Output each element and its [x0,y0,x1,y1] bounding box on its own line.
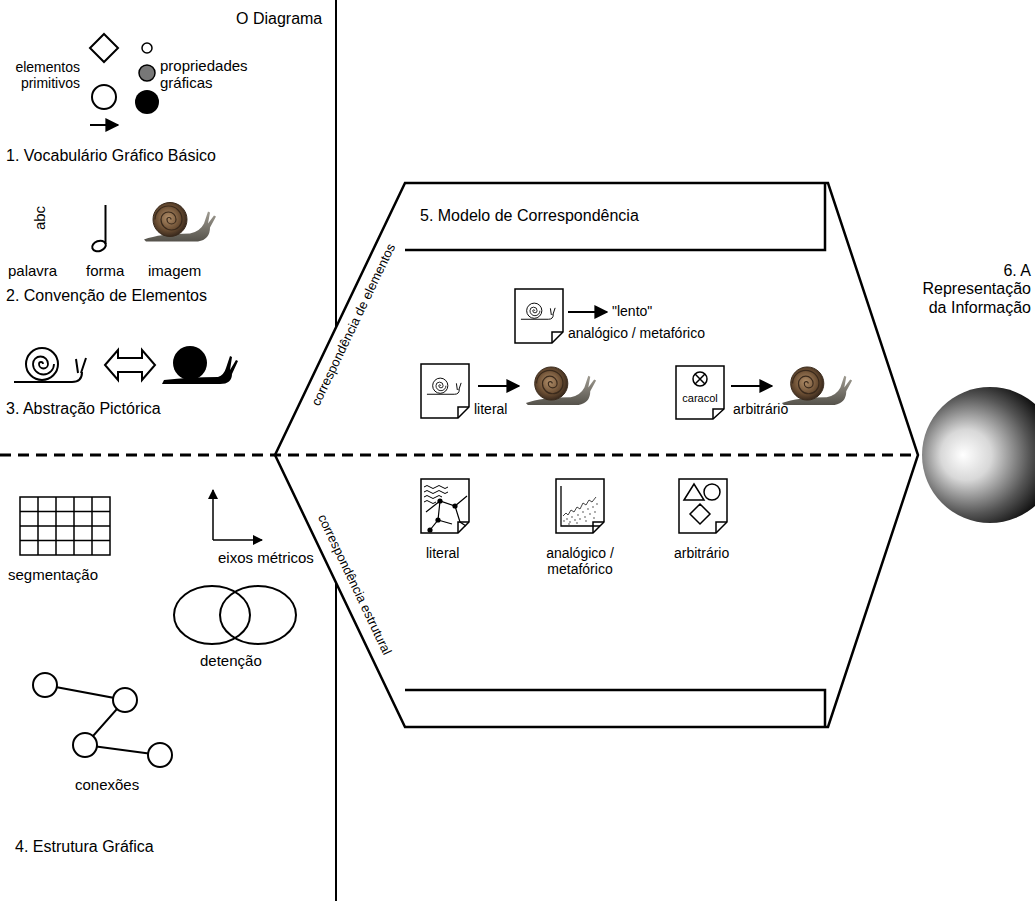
section-heading: 1. Vocabulário Gráfico Básico [6,147,216,165]
section-heading: 3. Abstração Pictórica [6,400,161,418]
venn-figure [174,586,296,644]
network-figure [33,673,172,767]
element-label: forma [86,262,124,279]
snail-image [144,203,216,242]
note-shape [91,205,108,253]
double-arrow [105,350,155,380]
tab-outline [405,183,825,727]
circle-primitive [92,85,116,109]
divider-line [0,454,918,457]
section-heading: 2. Convenção de Elementos [6,287,207,305]
mapping-label: analógico / metafórico [568,325,705,341]
mapping-arrow [568,311,607,313]
document-fold [713,409,724,419]
structure-label: segmentação [8,566,98,583]
meaning-label: "lento" [612,303,652,319]
arrow-outline [275,183,918,727]
shapes-document [679,479,727,533]
mapping-arrow [731,385,772,387]
sphere-heading: 6. A Representação da Informação [913,262,1031,317]
document-icon [421,364,469,418]
axes-figure [213,490,262,540]
element-label: elementos primitivos [2,59,80,91]
arrow-primitive [90,124,118,126]
cross-symbol [693,372,707,386]
tone-sample [139,65,155,81]
structure-label: detenção [200,652,262,669]
chart-document [556,479,604,533]
mapping-arrow [478,385,519,387]
axis-caption: correspondência estrutural [314,512,394,657]
snail-image [782,367,852,405]
mapping-label: analógico / metafórico [534,545,626,577]
word-sample: abc [31,206,48,230]
correspondence-arrow: 5. Modelo de Correspondência correspondên… [275,183,918,727]
snail-outline [521,303,555,319]
document-icon [515,289,563,343]
section-heading: 4. Estrutura Gráfica [15,838,154,856]
snail-silhouette [162,346,238,384]
correspondence-arrow-outline [275,183,918,727]
mapping-label: arbitrário [733,401,788,417]
mapping-label: literal [426,545,459,561]
fill-sample [135,90,159,114]
mapping-label: literal [474,401,507,417]
information-sphere: 6. A Representação da Informação [913,262,1031,524]
document-outline [676,366,724,419]
structure-label: eixos métricos [218,549,314,566]
structure-label: conexões [75,776,139,793]
mapping-label: arbitrário [674,545,729,561]
panel-heading: O Diagrama [236,10,322,28]
snail-outline [14,348,86,382]
snail-outline [427,378,461,394]
size-sample [142,43,152,53]
section-heading: 5. Modelo de Correspondência [420,207,639,225]
map-document [421,479,469,533]
snail-image [526,367,596,405]
diamond-primitive [90,34,118,62]
axis-caption: correspondência de elementos [309,242,399,409]
property-label: propriedades gráficas [160,57,280,92]
panel-border [335,0,337,901]
diagram-panel: O Diagrama [0,0,336,901]
grid-figure [20,497,110,555]
document-icon: caracol [675,365,725,420]
sphere-shape [922,387,1035,523]
document-label: caracol [675,392,725,405]
element-label: imagem [148,262,201,279]
element-label: palavra [8,262,57,279]
